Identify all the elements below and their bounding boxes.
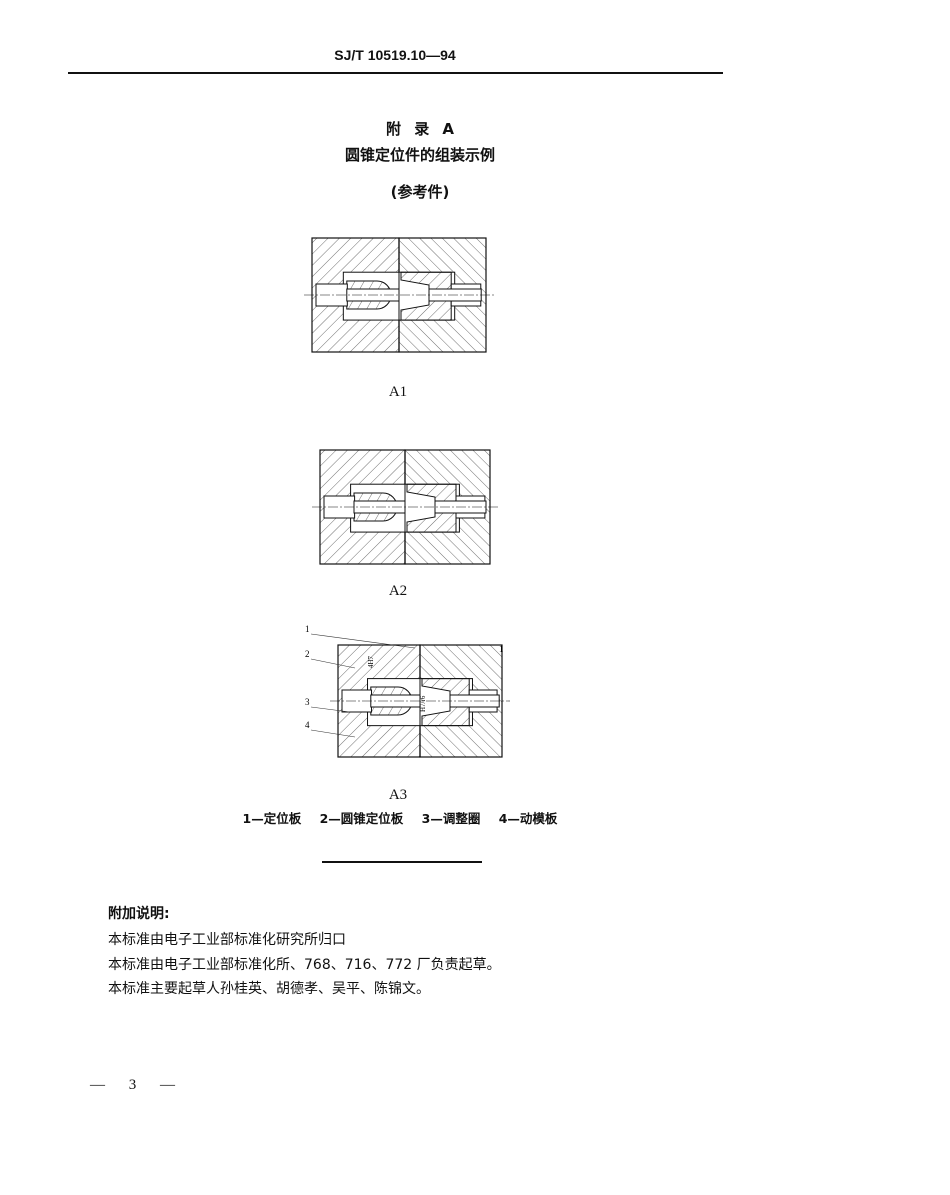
fit-annotation-4h7: 4H7 bbox=[367, 655, 375, 668]
figure-a1-drawing bbox=[304, 237, 494, 353]
leader-line bbox=[310, 729, 356, 738]
appendix-subtitle: (参考件) bbox=[390, 183, 450, 201]
fit-annotation-h7r6: H7/r6 bbox=[419, 695, 427, 712]
leader-line bbox=[310, 633, 416, 649]
callout-4: 4 bbox=[305, 720, 310, 730]
notes-heading: 附加说明: bbox=[108, 906, 170, 922]
figure-a1-caption: A1 bbox=[388, 384, 408, 400]
appendix-label: 附 录 A bbox=[385, 120, 455, 138]
standard-code: SJ/T 10519.10—94 bbox=[334, 47, 456, 63]
note-line: 本标准主要起草人孙桂英、胡德孝、吴平、陈锦文。 bbox=[108, 981, 430, 997]
figure-a2-caption: A2 bbox=[388, 583, 408, 599]
legend-item: 1—定位板 bbox=[242, 811, 302, 826]
callout-1: 1 bbox=[305, 624, 310, 634]
header-rule bbox=[68, 72, 723, 74]
page-number: — 3 — bbox=[90, 1077, 185, 1093]
figure-a2-drawing bbox=[312, 449, 498, 565]
figure-legend: 1—定位板 2—圆锥定位板 3—调整圈 4—动模板 bbox=[0, 808, 800, 827]
legend-item: 2—圆锥定位板 bbox=[319, 811, 404, 826]
section-divider bbox=[322, 861, 482, 863]
callout-2: 2 bbox=[305, 649, 310, 659]
note-line: 本标准由电子工业部标准化所、768、716、772 厂负责起草。 bbox=[108, 957, 501, 973]
leader-line bbox=[310, 658, 356, 669]
figure-a3-caption: A3 bbox=[388, 787, 408, 803]
leader-line bbox=[310, 706, 351, 713]
legend-item: 3—调整圈 bbox=[421, 811, 481, 826]
legend-item: 4—动模板 bbox=[498, 811, 558, 826]
callout-3: 3 bbox=[305, 697, 310, 707]
callout-1-right: 1 bbox=[499, 644, 504, 654]
note-line: 本标准由电子工业部标准化研究所归口 bbox=[108, 932, 346, 948]
appendix-title: 圆锥定位件的组装示例 bbox=[344, 146, 495, 164]
